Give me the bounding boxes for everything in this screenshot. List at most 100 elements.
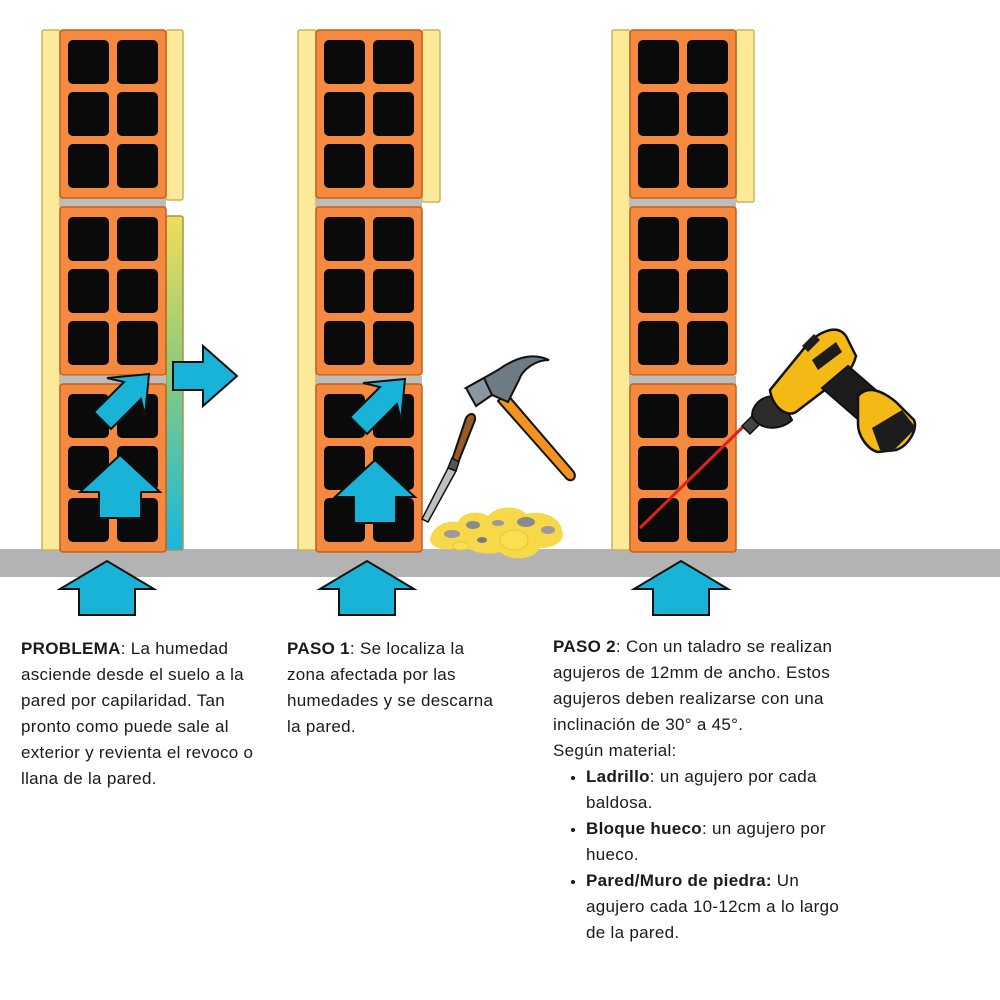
brick <box>315 206 423 376</box>
brick-hole <box>638 144 679 188</box>
brick-hole <box>638 217 679 261</box>
plaster-right-top <box>165 29 184 201</box>
mortar-joint <box>60 376 166 386</box>
material-item: Ladrillo: un agujero por cada baldosa. <box>586 764 853 816</box>
plaster-left <box>611 29 631 551</box>
right-arrow-icon <box>172 343 239 409</box>
brick-hole <box>687 40 728 84</box>
brick-hole <box>373 321 414 365</box>
material-text: Un agujero cada 10-12cm a lo largo de la… <box>586 871 840 942</box>
brick-hole <box>687 217 728 261</box>
wall-paso1 <box>297 29 576 616</box>
brick-hole <box>373 217 414 261</box>
drill-icon <box>740 328 917 454</box>
brick <box>629 29 737 199</box>
diagonal-arrow-icon <box>348 377 407 436</box>
laser-line-icon <box>638 420 750 530</box>
brick-hole <box>373 40 414 84</box>
ground <box>0 549 1000 577</box>
diagonal-arrow-icon <box>92 372 151 431</box>
brick <box>59 29 167 199</box>
brick-hole <box>373 144 414 188</box>
brick-hole <box>687 269 728 313</box>
material-name: Pared/Muro de piedra: <box>586 871 772 890</box>
plaster-right-top <box>735 29 755 203</box>
brick <box>629 383 737 553</box>
up-arrow-icon <box>56 559 158 616</box>
plaster-right-top <box>421 29 441 203</box>
brick-hole <box>687 498 728 542</box>
wall-paso2 <box>611 29 917 616</box>
brick-hole <box>324 144 365 188</box>
caption-paso2-text: : Con un taladro se realizan agujeros de… <box>553 637 833 734</box>
material-name: Ladrillo <box>586 767 650 786</box>
caption-problem-text: : La humedad asciende desde el suelo a l… <box>21 639 254 788</box>
brick-hole <box>638 498 679 542</box>
brick-hole <box>687 446 728 490</box>
mortar-joint <box>630 376 736 386</box>
brick-hole <box>324 394 365 438</box>
hammer-icon <box>463 355 576 482</box>
material-item: Bloque hueco: un agujero por hueco. <box>586 816 853 868</box>
plaster-left <box>41 29 61 551</box>
plaster-left <box>297 29 317 551</box>
brick-hole <box>117 40 158 84</box>
material-text: : un agujero por cada baldosa. <box>586 767 817 812</box>
brick-hole <box>638 321 679 365</box>
brick-hole <box>324 217 365 261</box>
caption-problem: PROBLEMA: La humedad asciende desde el s… <box>21 636 261 792</box>
brick-hole <box>324 269 365 313</box>
brick-hole <box>638 446 679 490</box>
caption-problem-label: PROBLEMA <box>21 639 121 658</box>
brick <box>315 29 423 199</box>
material-name: Bloque hueco <box>586 819 702 838</box>
brick-hole <box>373 92 414 136</box>
up-arrow-icon <box>77 453 163 519</box>
brick-hole <box>68 92 109 136</box>
brick-hole <box>324 92 365 136</box>
brick-hole <box>68 269 109 313</box>
materials-intro: Según material: <box>553 741 677 760</box>
wall-problem <box>41 29 239 616</box>
brick-hole <box>324 321 365 365</box>
caption-paso1-text: : Se localiza la zona afectada por las h… <box>287 639 494 736</box>
mortar-joint <box>60 198 166 208</box>
chisel-icon <box>420 413 477 523</box>
wall-diagram <box>0 29 1000 616</box>
brick-hole <box>68 394 109 438</box>
brick-hole <box>687 92 728 136</box>
brick-hole <box>68 321 109 365</box>
brick-hole <box>117 144 158 188</box>
up-arrow-icon <box>316 559 418 616</box>
brick-hole <box>68 217 109 261</box>
material-text: : un agujero por hueco. <box>586 819 826 864</box>
brick-hole <box>324 40 365 84</box>
up-arrow-icon <box>332 458 418 524</box>
caption-paso2-label: PASO 2 <box>553 637 616 656</box>
brick-hole <box>638 40 679 84</box>
mortar-joint <box>630 198 736 208</box>
brick-hole <box>687 321 728 365</box>
caption-paso2: PASO 2: Con un taladro se realizan aguje… <box>553 634 853 946</box>
brick-hole <box>638 92 679 136</box>
brick-hole <box>638 394 679 438</box>
up-arrow-icon <box>630 559 732 616</box>
brick <box>629 206 737 376</box>
mortar-joint <box>316 198 422 208</box>
brick-hole <box>638 269 679 313</box>
brick-hole <box>687 144 728 188</box>
rubble-icon <box>430 507 563 559</box>
material-item: Pared/Muro de piedra: Un agujero cada 10… <box>586 868 853 946</box>
mortar-joint <box>316 376 422 386</box>
caption-paso1: PASO 1: Se localiza la zona afectada por… <box>287 636 502 740</box>
brick-hole <box>68 40 109 84</box>
brick-hole <box>68 144 109 188</box>
caption-paso1-label: PASO 1 <box>287 639 350 658</box>
brick-hole <box>373 269 414 313</box>
materials-list: Ladrillo: un agujero por cada baldosa. B… <box>553 764 853 946</box>
brick-hole <box>117 321 158 365</box>
brick-hole <box>687 394 728 438</box>
brick-hole <box>117 92 158 136</box>
brick-hole <box>117 217 158 261</box>
brick <box>59 206 167 376</box>
